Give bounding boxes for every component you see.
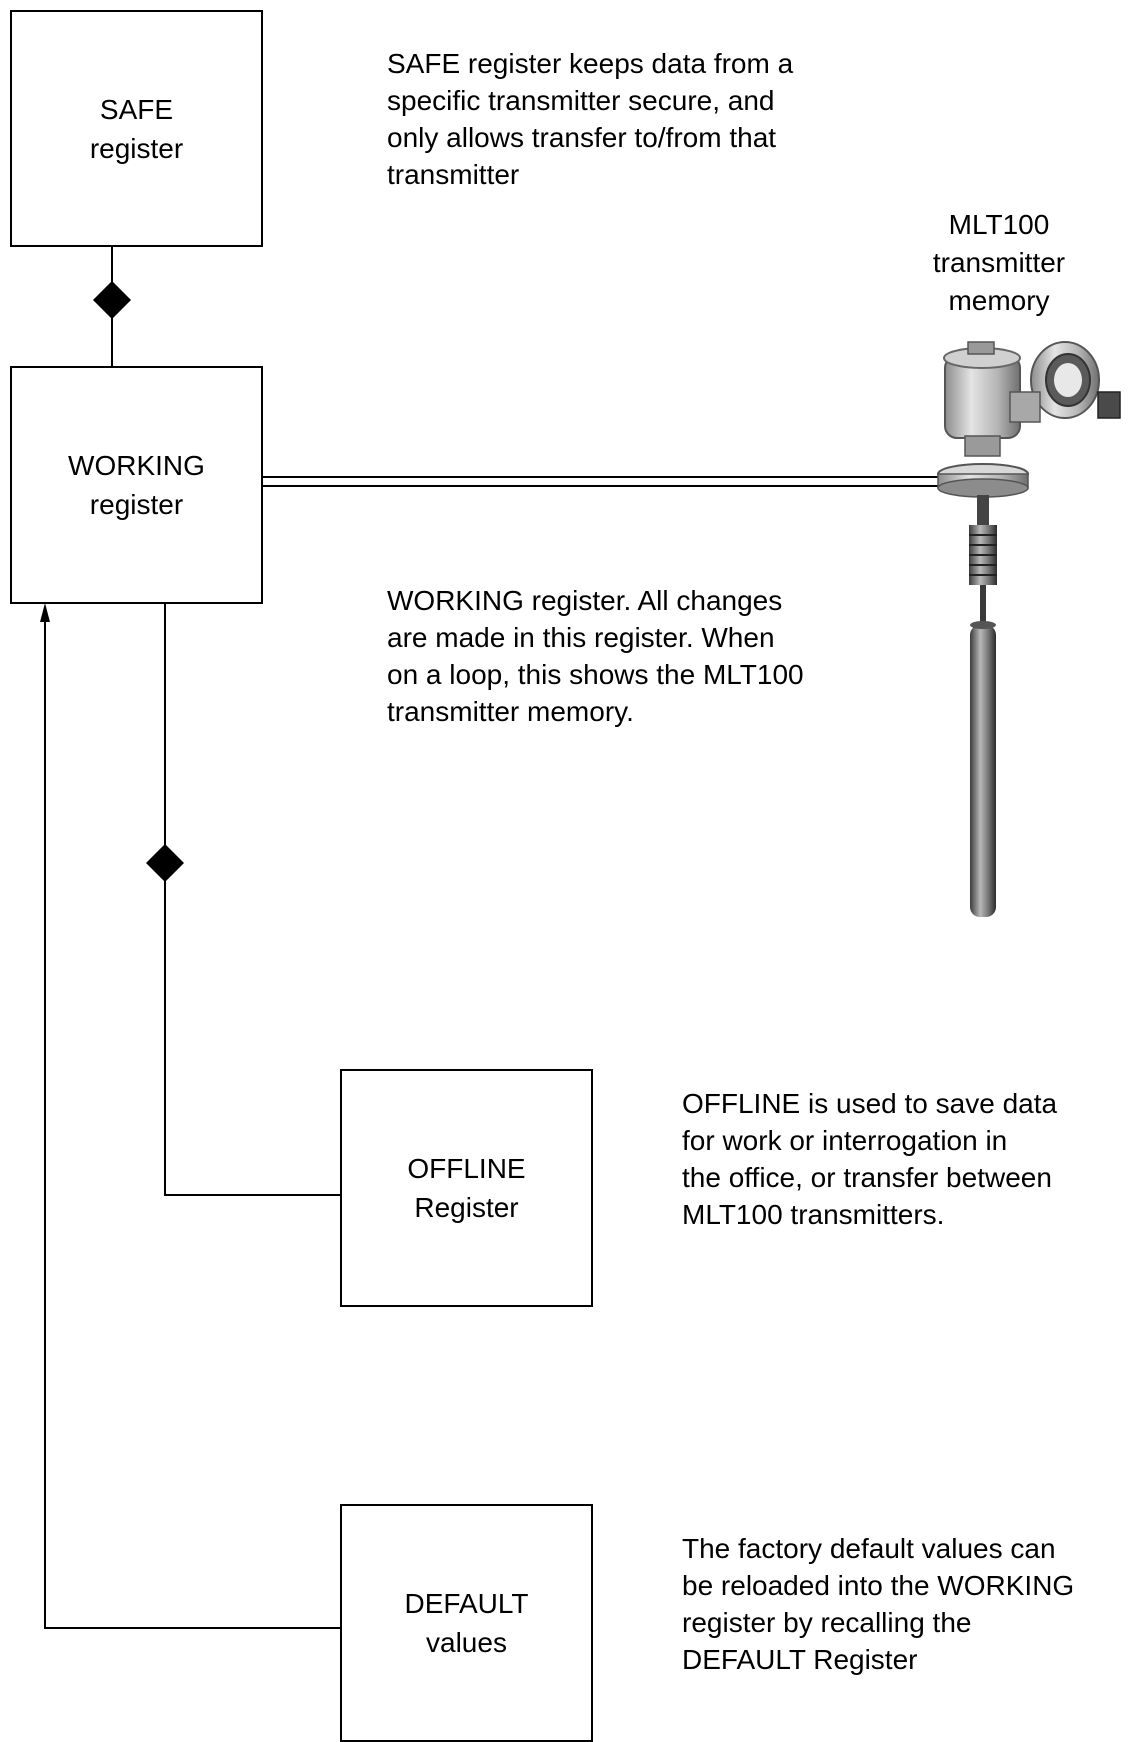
default-values-note: The factory default values can be reload… bbox=[682, 1530, 1074, 1678]
working-register-label: WORKING register bbox=[68, 450, 205, 520]
note-line: are made in this register. When bbox=[387, 622, 775, 653]
safe-aggregation-diamond bbox=[93, 281, 131, 319]
note-line: the office, or transfer between bbox=[682, 1162, 1052, 1193]
caption-line: MLT100 bbox=[948, 209, 1050, 240]
working-register-box: WORKING register bbox=[10, 366, 263, 604]
mlt100-transmitter-icon bbox=[937, 341, 1121, 917]
note-line: transmitter memory. bbox=[387, 696, 634, 727]
caption-line: memory bbox=[948, 285, 1050, 316]
note-line: for work or interrogation in bbox=[682, 1125, 1008, 1156]
note-line: specific transmitter secure, and bbox=[387, 85, 775, 116]
working-offline-connector bbox=[164, 604, 340, 1196]
note-line: only allows transfer to/from that bbox=[387, 122, 777, 153]
note-line: SAFE register keeps data from a bbox=[387, 48, 794, 79]
offline-register-note: OFFLINE is used to save data for work or… bbox=[682, 1085, 1057, 1233]
note-line: WORKING register. All changes bbox=[387, 585, 783, 616]
transmitter-memory-caption: MLT100 transmitter memory bbox=[900, 206, 1098, 320]
note-line: MLT100 transmitters. bbox=[682, 1199, 945, 1230]
note-line: on a loop, this shows the MLT100 bbox=[387, 659, 804, 690]
offline-aggregation-diamond bbox=[146, 844, 184, 882]
default-values-label: DEFAULT values bbox=[404, 1588, 529, 1658]
note-line: The factory default values can bbox=[682, 1533, 1056, 1564]
default-working-connector bbox=[44, 614, 340, 1629]
working-register-note: WORKING register. All changes are made i… bbox=[387, 582, 804, 730]
note-line: transmitter bbox=[387, 159, 520, 190]
safe-register-note: SAFE register keeps data from a specific… bbox=[387, 45, 793, 193]
note-line: DEFAULT Register bbox=[682, 1644, 918, 1675]
note-line: be reloaded into the WORKING bbox=[682, 1570, 1075, 1601]
note-line: OFFLINE is used to save data bbox=[682, 1088, 1058, 1119]
safe-register-box: SAFE register bbox=[10, 10, 263, 247]
note-line: register by recalling the bbox=[682, 1607, 972, 1638]
caption-line: transmitter bbox=[932, 247, 1066, 278]
safe-register-label: SAFE register bbox=[89, 93, 184, 164]
default-values-box: DEFAULT values bbox=[340, 1504, 593, 1742]
default-working-arrowhead bbox=[40, 603, 50, 622]
offline-register-box: OFFLINE Register bbox=[340, 1069, 593, 1307]
offline-register-label: OFFLINE Register bbox=[407, 1153, 526, 1223]
